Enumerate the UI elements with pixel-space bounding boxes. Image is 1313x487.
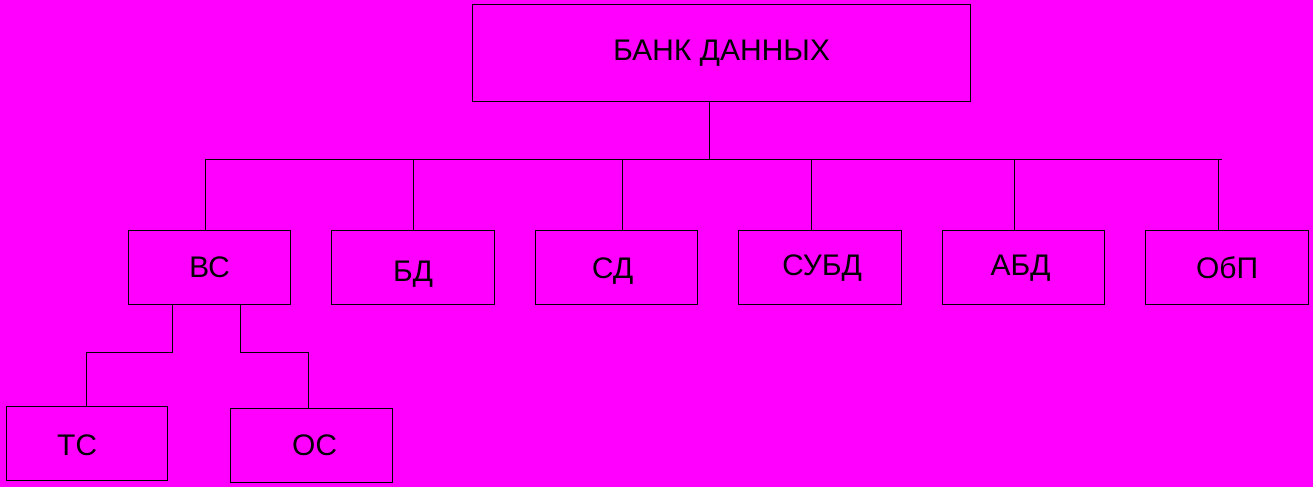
node-subd: СУБД — [738, 230, 902, 305]
node-obp-label: ОбП — [1195, 251, 1259, 285]
node-vs: ВС — [128, 230, 291, 305]
node-sd: СД — [535, 230, 698, 305]
node-os: ОС — [230, 408, 393, 483]
node-obp: ОбП — [1145, 230, 1309, 305]
node-bd: БД — [331, 230, 495, 305]
node-ts-label: ТС — [57, 428, 97, 462]
node-root-label: БАНК ДАННЫХ — [613, 34, 830, 67]
node-abd: АБД — [942, 230, 1105, 305]
node-os-label: ОС — [292, 428, 337, 462]
node-bd-label: БД — [392, 254, 433, 288]
node-ts: ТС — [6, 406, 168, 481]
node-abd-label: АБД — [990, 248, 1051, 282]
node-root: БАНК ДАННЫХ — [472, 4, 971, 102]
node-sd-label: СД — [591, 251, 634, 285]
node-vs-label: ВС — [189, 250, 230, 284]
node-subd-label: СУБД — [782, 248, 862, 282]
